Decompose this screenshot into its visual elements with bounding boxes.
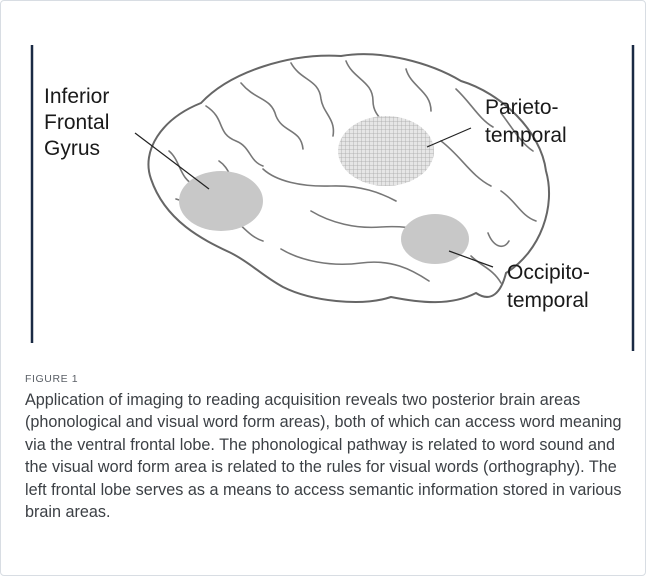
brain-diagram: Inferior Frontal Gyrus Parieto- temporal… [1, 1, 646, 361]
inferior-frontal-label: Inferior Frontal Gyrus [44, 85, 115, 160]
inferior-frontal-region [179, 171, 263, 231]
occipitotemporal-region [401, 214, 469, 264]
parietotemporal-region [338, 116, 434, 186]
figure-caption: FIGURE 1 Application of imaging to readi… [25, 373, 625, 523]
caption-text: Application of imaging to reading acquis… [25, 389, 625, 523]
occipitotemporal-label: Occipito- temporal [507, 261, 596, 312]
caption-title: FIGURE 1 [25, 373, 625, 385]
brain-figure: Inferior Frontal Gyrus Parieto- temporal… [1, 1, 646, 361]
